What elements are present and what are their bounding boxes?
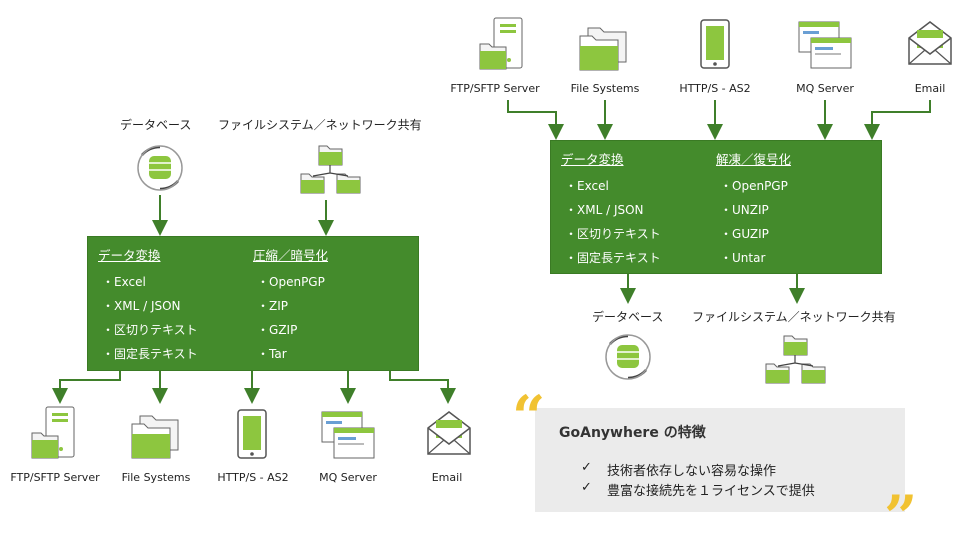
source-label-mq: MQ Server [796,82,854,95]
target-label-http: HTTP/S - AS2 [217,471,289,484]
list-item: Untar [716,246,791,270]
decompression-column: 解凍／復号化 OpenPGP UNZIP GUZIP Untar [716,149,791,270]
folder-network-icon [300,145,361,194]
check-icon: ✓ [581,460,592,475]
target-label-ftp: FTP/SFTP Server [10,471,100,484]
compression-column: 圧縮／暗号化 OpenPGP ZIP GZIP Tar [253,245,328,366]
list-item: Tar [253,342,328,366]
target-label-file-share: ファイルシステム／ネットワーク共有 [692,310,896,324]
feature-item: 技術者依存しない容易な操作 [607,464,777,479]
target-label-file-systems: File Systems [121,471,191,484]
list-item: 固定長テキスト [98,342,198,366]
tablet-icon [700,19,730,69]
list-item: 固定長テキスト [561,246,661,270]
feature-item: 豊富な接続先を１ライセンスで提供 [607,484,815,499]
feature-panel: GoAnywhere の特徴 ✓ 技術者依存しない容易な操作 ✓ 豊富な接続先を… [535,408,905,512]
list-item: OpenPGP [253,270,328,294]
source-label-file-share: ファイルシステム／ネットワーク共有 [218,118,422,132]
connector-arrows [52,100,931,404]
source-label-file-systems: File Systems [570,82,640,95]
transform-column: データ変換 Excel XML / JSON 区切りテキスト 固定長テキスト [561,149,661,270]
check-icon: ✓ [581,480,592,495]
folders-icon [131,415,179,459]
list-item: GZIP [253,318,328,342]
feature-panel-title: GoAnywhere の特徴 [559,425,706,441]
column-title: 解凍／復号化 [716,152,792,167]
column-title: 圧縮／暗号化 [253,248,329,263]
column-title: データ変換 [561,152,624,167]
open-quote-icon: “ [512,383,546,451]
server-folder-icon [31,406,75,459]
source-label-database: データベース [120,118,192,132]
process-box-left: データ変換 Excel XML / JSON 区切りテキスト 固定長テキスト 圧… [87,236,419,371]
windows-icon [798,21,852,69]
source-label-http: HTTP/S - AS2 [679,82,751,95]
column-title: データ変換 [98,248,161,263]
server-folder-icon [479,17,523,70]
source-label-ftp: FTP/SFTP Server [450,82,540,95]
close-quote-icon: ” [884,483,918,551]
source-label-email: Email [914,82,946,95]
email-icon [908,21,952,65]
windows-icon [321,411,375,459]
email-icon [427,411,471,455]
list-item: XML / JSON [98,294,198,318]
list-item: Excel [98,270,198,294]
target-label-mq: MQ Server [319,471,377,484]
process-box-right: データ変換 Excel XML / JSON 区切りテキスト 固定長テキスト 解… [550,140,882,274]
list-item: XML / JSON [561,198,661,222]
folder-network-icon [765,335,826,384]
list-item: UNZIP [716,198,791,222]
folders-icon [579,27,627,71]
tablet-icon [237,409,267,459]
list-item: ZIP [253,294,328,318]
database-icon [605,334,651,380]
list-item: 区切りテキスト [561,222,661,246]
target-label-email: Email [431,471,463,484]
transform-column: データ変換 Excel XML / JSON 区切りテキスト 固定長テキスト [98,245,198,366]
database-icon [137,145,183,191]
list-item: Excel [561,174,661,198]
list-item: GUZIP [716,222,791,246]
list-item: 区切りテキスト [98,318,198,342]
list-item: OpenPGP [716,174,791,198]
target-label-database: データベース [592,310,664,324]
